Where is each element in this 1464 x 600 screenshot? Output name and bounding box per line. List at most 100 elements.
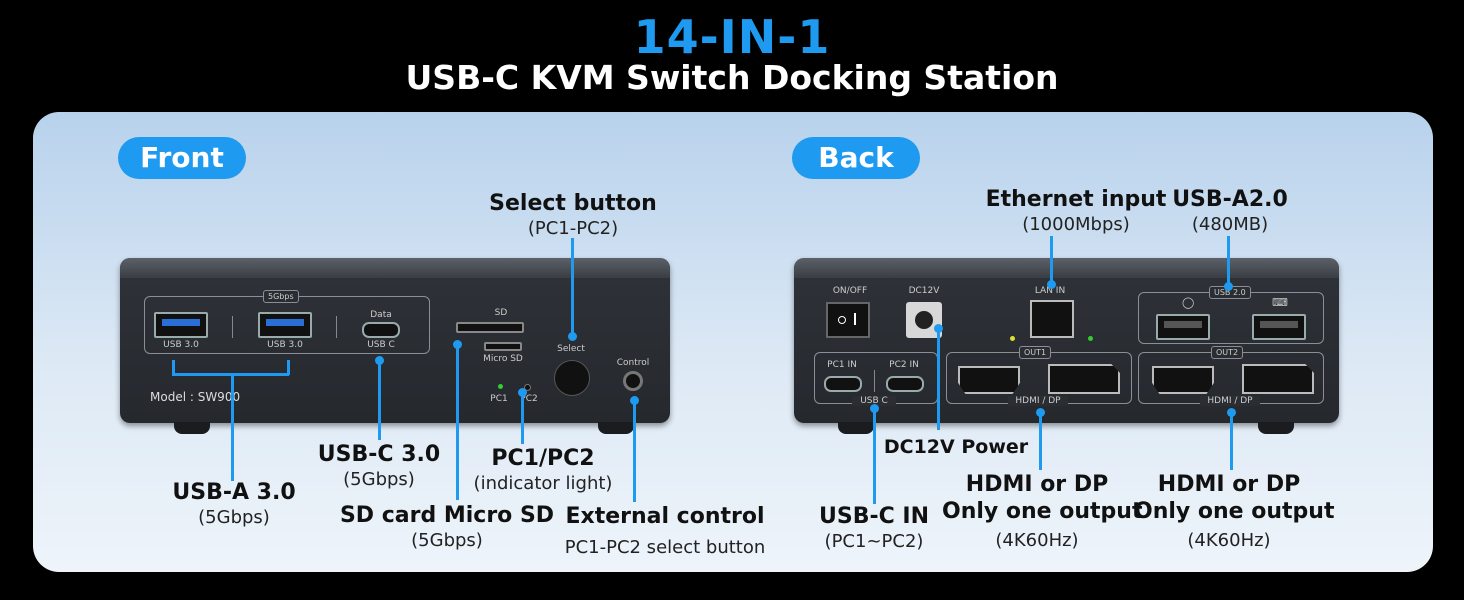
callout-title-line2: Only one output xyxy=(942,499,1143,524)
hdmidp-label-1: HDMI / DP xyxy=(1008,396,1068,406)
lan-led-green xyxy=(1088,336,1093,341)
hdmi-port-2 xyxy=(1152,366,1214,394)
connector-line xyxy=(378,360,381,440)
callout-sub: (1000Mbps) xyxy=(1022,214,1130,235)
lan-label: LAN IN xyxy=(1034,286,1066,296)
separator xyxy=(336,316,337,338)
connector-line xyxy=(456,344,459,500)
callout-sub: (480MB) xyxy=(1191,214,1269,235)
connector-line xyxy=(231,373,234,481)
dp-port-1 xyxy=(1048,364,1120,394)
pc1-led xyxy=(498,384,503,389)
connector-line xyxy=(1230,412,1233,470)
device-foot xyxy=(598,422,634,434)
lan-led-yellow xyxy=(1010,336,1015,341)
usb-a-label-2: USB 3.0 xyxy=(267,340,303,350)
mouse-icon: ◯ xyxy=(1182,296,1195,309)
device-top-edge xyxy=(120,258,670,278)
connector-line xyxy=(571,238,574,336)
usb-c-port xyxy=(362,322,400,338)
separator xyxy=(874,370,875,392)
usb-a-2-port-2 xyxy=(1252,314,1306,340)
connector-dot xyxy=(1047,280,1056,289)
connector-line xyxy=(937,328,940,430)
group-tag: 5Gbps xyxy=(263,290,299,303)
callout-title: DC12V Power xyxy=(883,436,1029,458)
usb-a-port-2 xyxy=(258,312,312,338)
usbc-group-label: USB C xyxy=(852,396,896,406)
pc2-led xyxy=(524,384,531,391)
control-jack xyxy=(623,371,643,391)
page-title: 14-IN-1 xyxy=(633,10,831,64)
callout-sub: (4K60Hz) xyxy=(1187,530,1271,551)
callout-sub: PC1-PC2 select button xyxy=(564,537,766,558)
usbc-data-label: Data xyxy=(370,310,392,320)
callout-ethernet: Ethernet input (1000Mbps) xyxy=(976,186,1176,236)
callout-sub: (4K60Hz) xyxy=(995,530,1079,551)
callout-sub: (5Gbps) xyxy=(198,507,270,528)
callout-title: HDMI or DP xyxy=(1157,472,1301,497)
callout-title: Ethernet input xyxy=(985,187,1167,212)
callout-title: HDMI or DP xyxy=(965,472,1109,497)
hdmi-port-1 xyxy=(958,366,1020,394)
usb-c-in-2 xyxy=(886,376,924,392)
connector-line xyxy=(287,360,290,375)
sd-slot xyxy=(456,322,524,333)
callout-external-control: External control PC1-PC2 select button xyxy=(540,503,790,559)
select-button xyxy=(554,360,590,396)
callout-dc-power: DC12V Power xyxy=(876,434,1036,461)
front-device: 5Gbps USB 3.0 USB 3.0 Data USB C Model :… xyxy=(120,258,670,423)
connector-line xyxy=(172,360,175,375)
callout-sub: (PC1~PC2) xyxy=(824,531,924,552)
connector-line xyxy=(521,392,524,444)
control-label: Control xyxy=(616,358,650,368)
dp-port-2 xyxy=(1242,364,1314,394)
callout-title-line2: Only one output xyxy=(1134,499,1335,524)
device-foot xyxy=(174,422,210,434)
callout-sd-card: SD card Micro SD (5Gbps) xyxy=(332,502,562,552)
sd-label: SD xyxy=(494,308,508,318)
micro-sd-label: Micro SD xyxy=(483,354,523,364)
select-label: Select xyxy=(557,344,585,354)
callout-hdmi-2: HDMI or DP Only one output (4K60Hz) xyxy=(1134,471,1335,552)
callout-title: PC1/PC2 xyxy=(491,446,595,471)
callout-title: USB-A 3.0 xyxy=(172,480,296,505)
callout-pc-indicator: PC1/PC2 (indicator light) xyxy=(453,445,633,495)
usbc-label: USB C xyxy=(367,340,395,350)
callout-hdmi-1: HDMI or DP Only one output (4K60Hz) xyxy=(942,471,1143,552)
separator xyxy=(232,316,233,338)
usb-a-2-port-1 xyxy=(1156,314,1210,340)
model-label: Model : SW900 xyxy=(150,390,241,404)
connector-dot xyxy=(568,332,577,341)
pc2in-label: PC2 IN xyxy=(889,360,919,370)
usb-a-port-1 xyxy=(154,312,208,338)
keyboard-icon: ⌨ xyxy=(1272,296,1288,309)
connector-dot xyxy=(1224,282,1233,291)
device-foot xyxy=(838,422,874,434)
back-device: ON/OFF DC12V LAN IN USB 2.0 ◯ ⌨ PC1 IN P… xyxy=(794,258,1339,423)
callout-title: USB-A2.0 xyxy=(1172,187,1288,212)
device-top-edge xyxy=(794,258,1339,278)
pc2-label: PC2 xyxy=(520,394,538,404)
connector-line xyxy=(1039,412,1042,470)
callout-title: USB-C IN xyxy=(818,504,929,529)
out2-tag: OUT2 xyxy=(1211,346,1244,359)
callout-title: Select button xyxy=(489,191,657,216)
callout-title: SD card Micro SD xyxy=(339,503,555,528)
dc12v-label: DC12V xyxy=(908,286,940,296)
callout-usb-c: USB-C 3.0 (5Gbps) xyxy=(289,441,469,491)
lan-port xyxy=(1030,300,1074,338)
hdmidp-label-2: HDMI / DP xyxy=(1200,396,1260,406)
callout-sub: (PC1-PC2) xyxy=(527,218,619,239)
front-pill: Front xyxy=(118,137,246,179)
page-subtitle: USB-C KVM Switch Docking Station xyxy=(405,58,1059,97)
callout-usb-c-in: USB-C IN (PC1~PC2) xyxy=(794,503,954,553)
callout-title: External control xyxy=(565,504,765,529)
connector-line xyxy=(633,400,636,502)
connector-line xyxy=(873,408,876,504)
back-pill: Back xyxy=(792,137,920,179)
usb-c-in-1 xyxy=(824,376,862,392)
callout-usb-a: USB-A 3.0 (5Gbps) xyxy=(144,479,324,529)
callout-sub: (5Gbps) xyxy=(411,530,483,551)
callout-sub: (indicator light) xyxy=(473,473,613,494)
